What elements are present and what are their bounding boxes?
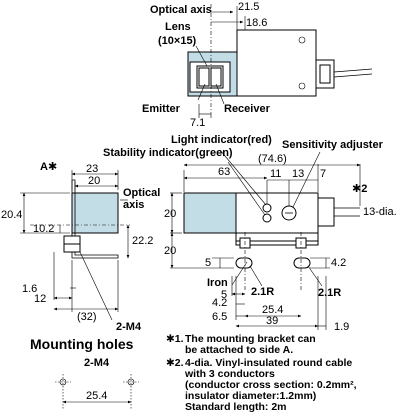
front-bracket-plate [235, 240, 319, 246]
dim-20a: 20 [164, 208, 176, 220]
dim-1-6: 1.6 [22, 283, 37, 295]
leader-line [249, 265, 263, 287]
radius-label-right: 2.1R [318, 287, 341, 299]
side-view-nut [63, 235, 81, 245]
note-2-line-5: Standard length: 2m [185, 401, 287, 413]
bracket-hole-lower [298, 82, 306, 90]
dim-12: 12 [34, 293, 46, 305]
front-slot-left [235, 257, 253, 269]
cable-top [333, 68, 373, 73]
front-view-block [235, 192, 319, 234]
dim-63: 63 [218, 166, 230, 178]
cable-diameter: 13-dia. [363, 206, 397, 218]
mounting-hole-left [59, 378, 67, 386]
side-a-label: A✱ [40, 161, 57, 173]
front-slot-right [293, 257, 311, 269]
stability-indicator [262, 213, 272, 223]
dim-4-2r: 4.2 [331, 257, 346, 269]
dim-6-5: 6.5 [212, 311, 227, 323]
cable-top-2 [333, 73, 373, 78]
optical-label: Optical [123, 187, 160, 199]
dim-5b: 5 [221, 289, 227, 301]
dim-39: 39 [266, 315, 278, 327]
leader-line [215, 83, 225, 105]
mounting-dim: 25.4 [86, 390, 107, 402]
front-view: Light indicator(red) Stability indicator… [103, 134, 397, 333]
emitter-label: Emitter [142, 103, 181, 115]
leader-line [219, 149, 267, 206]
receiver-label: Receiver [224, 103, 271, 115]
leader-line [307, 265, 323, 287]
dim-18-6: 18.6 [246, 17, 267, 29]
dim-4-2: 4.2 [212, 297, 227, 309]
axis-label: axis [123, 199, 144, 211]
note-2-line-3: (conductor cross section: 0.2mm², [185, 379, 357, 391]
leader-line [79, 251, 113, 321]
cable-gland-ring [319, 64, 331, 84]
note-1-mark: ✱1. [166, 333, 184, 345]
note-2-mark: ✱2. [166, 357, 184, 369]
notes: ✱1. The mounting bracket can be attached… [166, 333, 357, 413]
dim-1-9: 1.9 [334, 321, 349, 333]
note-2-line-1: 4-dia. Vinyl-insulated round cable [185, 357, 352, 369]
dim-7-1: 7.1 [190, 117, 205, 129]
dim-32: (32) [77, 311, 97, 323]
emitter-lens [198, 67, 210, 87]
mounting-holes: Mounting holes 2-M4 25.4 [30, 336, 139, 410]
dim-13: 13 [292, 168, 304, 180]
leader-line [197, 83, 206, 101]
light-indicator [262, 203, 272, 213]
cable-note-mark: ✱2 [352, 183, 367, 195]
leader-line [195, 45, 208, 67]
mounting-holes-heading: Mounting holes [30, 336, 134, 352]
leader-line [227, 161, 266, 216]
optical-axis-label: Optical axis [150, 4, 212, 16]
note-2-line-2: with 3 conductors [184, 368, 275, 380]
dim-25-4: 25.4 [262, 304, 283, 316]
leader-line [292, 151, 321, 208]
dim-5: 5 [205, 257, 211, 269]
dim-20-4: 20.4 [1, 209, 22, 221]
screw-label: 2-M4 [116, 321, 142, 333]
iron-label: Iron [207, 277, 228, 289]
radius-label-left: 2.1R [251, 286, 274, 298]
side-view-nut-2 [63, 243, 81, 253]
note-1-line-1: The mounting bracket can [185, 333, 316, 345]
side-view-bracket [71, 179, 119, 259]
lens-label: Lens [165, 21, 191, 33]
dim-22-2: 22.2 [132, 235, 153, 247]
dim-7: 7 [320, 168, 326, 180]
cable-gland-front [317, 197, 335, 227]
leader-line [231, 261, 248, 286]
mounting-hole-right [127, 378, 135, 386]
sensitivity-adjuster-label: Sensitivity adjuster [282, 139, 384, 151]
top-view-bracket [236, 29, 317, 97]
side-view-body [71, 192, 119, 234]
note-2-line-4: insulator diameter:1.2mm) [185, 390, 316, 402]
dim-74-6: (74.6) [258, 153, 287, 165]
bracket-hole-upper [298, 36, 306, 44]
light-indicator-label: Light indicator(red) [171, 134, 272, 146]
top-view: Optical axis Lens (10×15) 21.5 18.6 Emit… [142, 1, 373, 129]
dim-20b: 20 [164, 245, 176, 257]
dim-21-5: 21.5 [238, 1, 259, 13]
lens-size-label: (10×15) [158, 35, 197, 47]
side-view: A✱ 23 20 Optical axis 20.4 10.2 22.2 1.6… [1, 161, 160, 333]
dim-20: 20 [88, 175, 100, 187]
mounting-screw-label: 2-M4 [84, 357, 110, 369]
stability-indicator-label: Stability indicator(green) [103, 147, 233, 159]
note-1-line-2: be attached to side A. [185, 344, 293, 356]
dim-11: 11 [270, 168, 281, 180]
receiver-lens [210, 67, 222, 87]
dim-23: 23 [86, 163, 98, 175]
dim-10-2: 10.2 [33, 223, 54, 235]
